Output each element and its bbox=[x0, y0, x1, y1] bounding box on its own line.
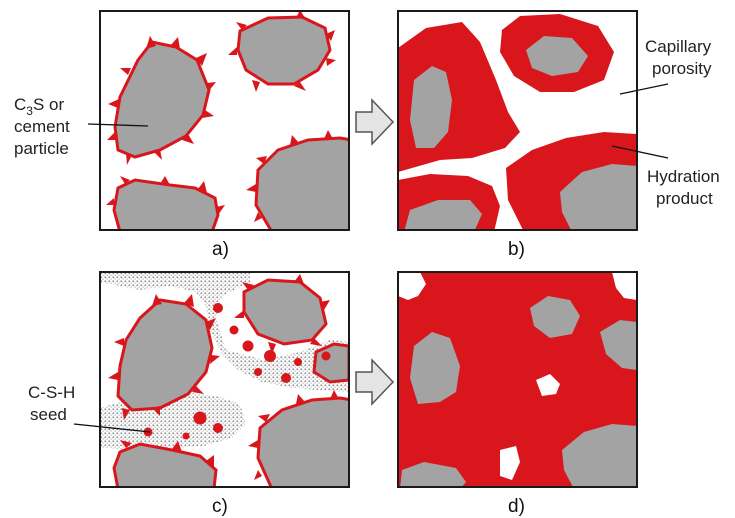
cement-particle-bottom-left bbox=[112, 178, 220, 230]
cement-particle-b-right bbox=[560, 164, 637, 230]
label-c3s-line2: cement bbox=[14, 117, 70, 136]
cement-particle-bottom-right bbox=[254, 136, 349, 230]
leader-hydration bbox=[611, 145, 669, 159]
panel-b bbox=[398, 11, 637, 230]
label-csh-line2: seed bbox=[30, 405, 67, 424]
cement-particle-c-bottom-left bbox=[112, 442, 218, 487]
cement-particle-c-large bbox=[116, 298, 214, 412]
cement-particle-d-bottom-left bbox=[400, 462, 466, 487]
pore-bottom bbox=[500, 446, 520, 480]
caption-b: b) bbox=[508, 239, 525, 260]
arrow-a-to-b bbox=[355, 98, 395, 146]
pore-middle bbox=[536, 374, 560, 396]
panel-a bbox=[100, 11, 349, 230]
label-capillary-line1: Capillary bbox=[645, 37, 712, 56]
pore-top-left bbox=[398, 272, 426, 300]
pore-top-right bbox=[612, 272, 637, 300]
label-hydration-line1: Hydration bbox=[647, 167, 720, 186]
csh-seed-nuclei bbox=[143, 303, 331, 440]
cement-particle-b-bottom bbox=[404, 200, 482, 230]
panel-d bbox=[398, 272, 637, 487]
label-csh-line1: C-S-H bbox=[28, 383, 75, 402]
panel-c bbox=[100, 272, 349, 487]
caption-c: c) bbox=[212, 496, 228, 517]
cement-particle-b-left bbox=[410, 66, 452, 148]
cement-particle-d-top bbox=[530, 296, 580, 338]
cement-particle-c-bottom-right bbox=[256, 396, 349, 487]
csh-seed-region-top bbox=[100, 272, 349, 392]
arrow-c-to-d bbox=[355, 358, 395, 406]
leader-capillary bbox=[619, 83, 669, 95]
label-hydration-line2: product bbox=[656, 189, 713, 208]
cement-particle-top bbox=[236, 15, 332, 86]
leader-c3s bbox=[87, 123, 149, 127]
leader-csh bbox=[73, 423, 151, 433]
cement-particle-d-left bbox=[410, 332, 460, 404]
cement-particle-d-bottom-right bbox=[562, 424, 637, 487]
label-c3s-line1: C3S or bbox=[14, 95, 64, 118]
cement-particle-c-top bbox=[242, 278, 328, 346]
caption-d: d) bbox=[508, 496, 525, 517]
label-capillary-line2: porosity bbox=[652, 59, 712, 78]
particle-spikes bbox=[107, 36, 216, 165]
label-c3s-line3: particle bbox=[14, 139, 69, 158]
caption-a: a) bbox=[212, 239, 229, 260]
cement-particle-b-top bbox=[526, 36, 588, 76]
cement-particle-d-right-edge bbox=[600, 320, 637, 370]
